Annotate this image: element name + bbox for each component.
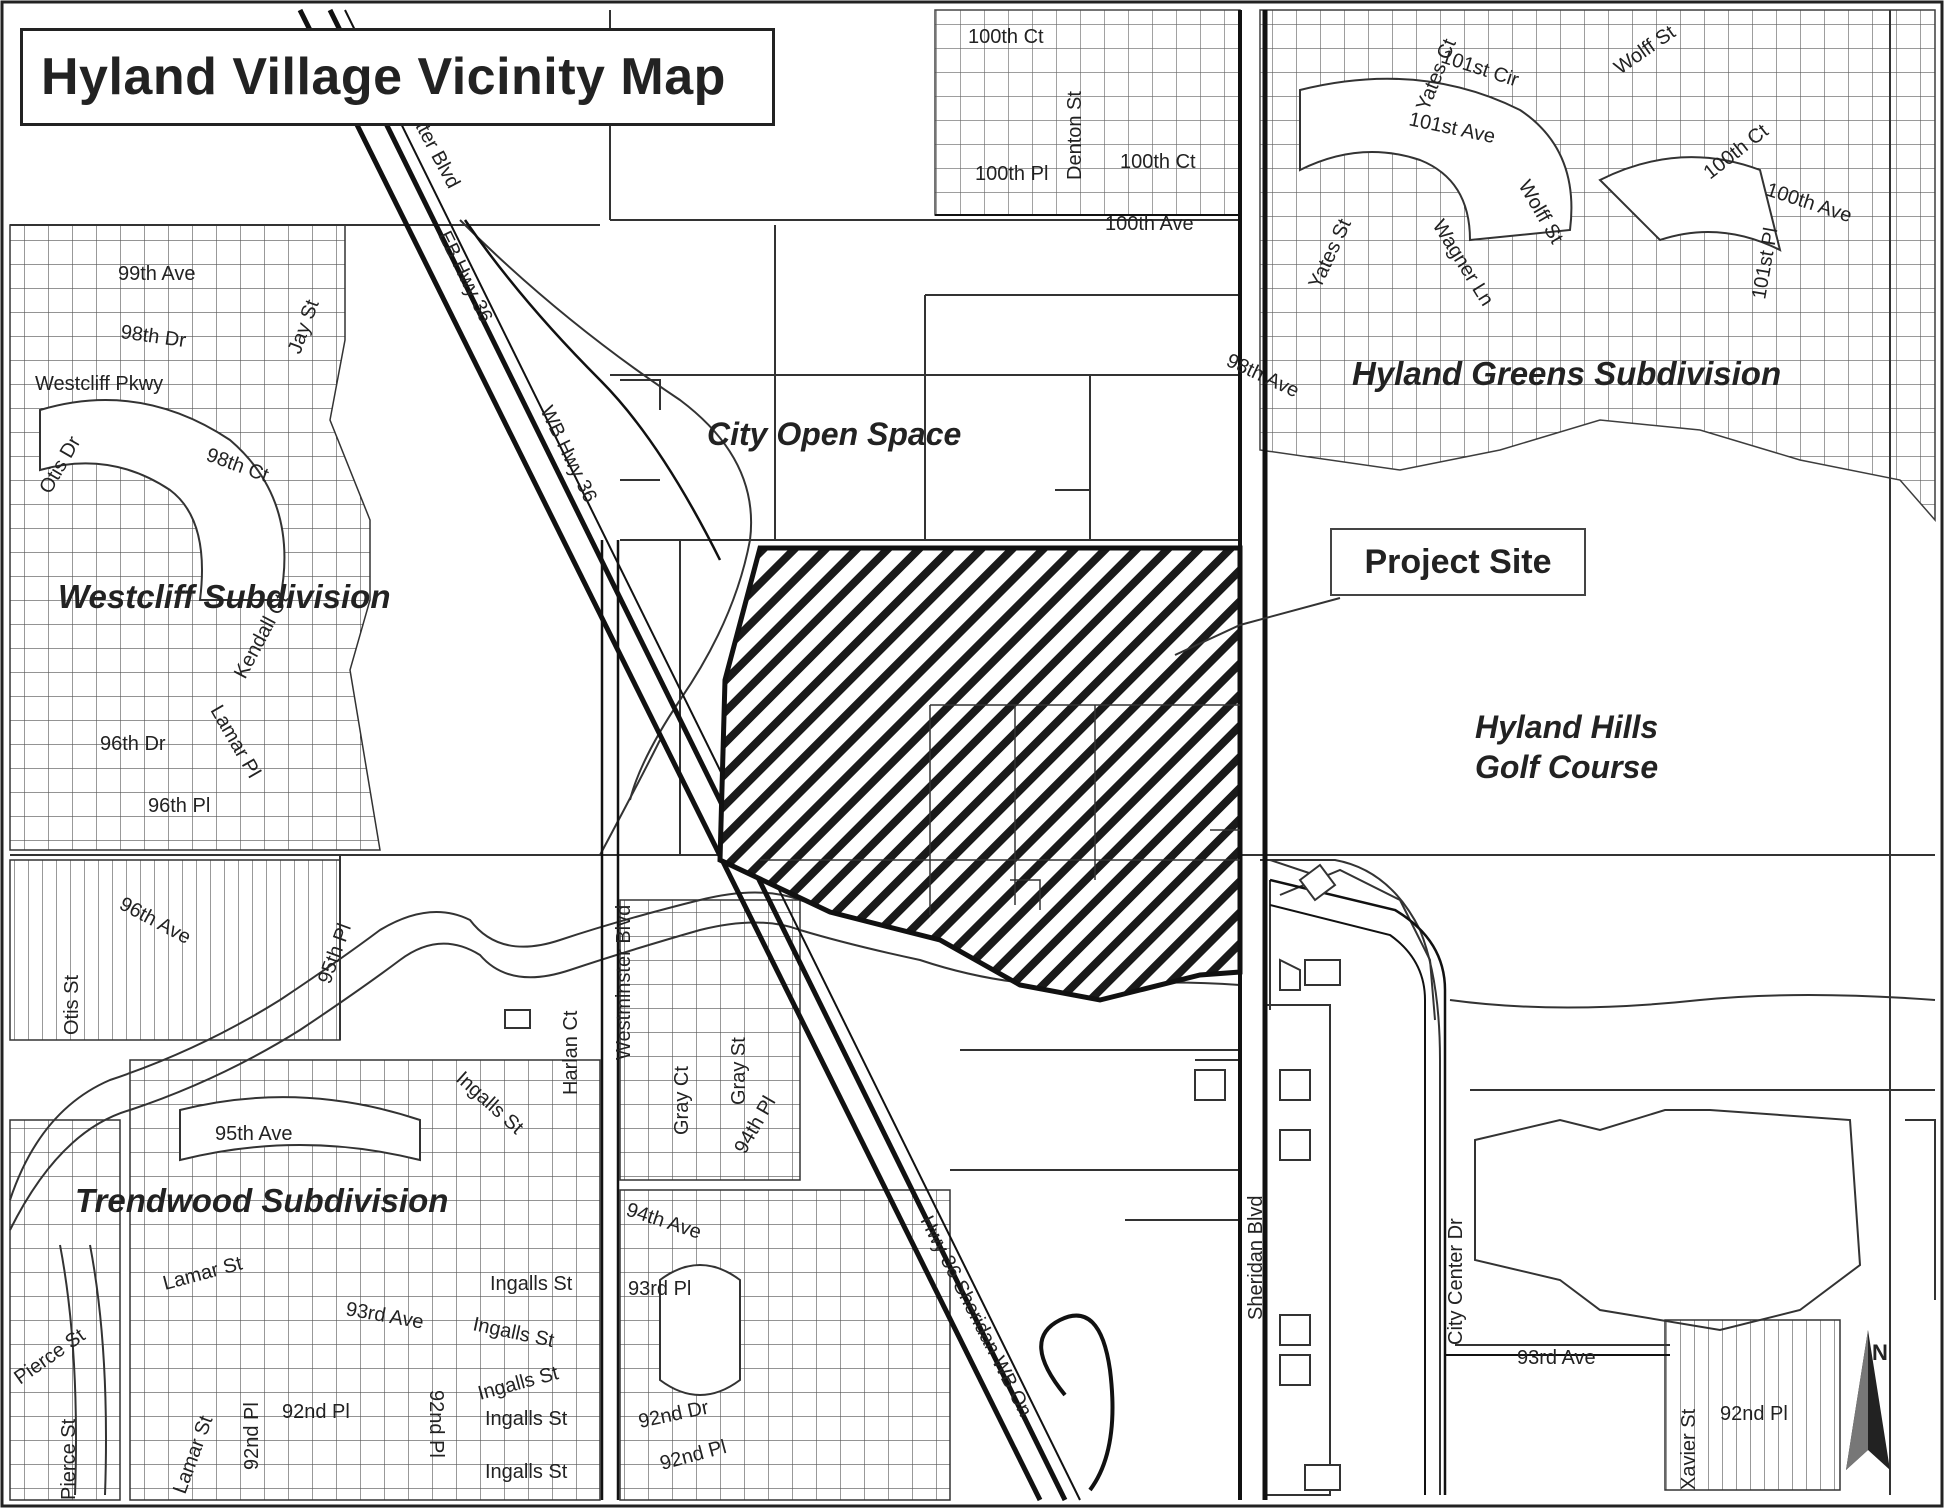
street-label: Harlan Ct — [560, 1010, 582, 1095]
area-labels: Westcliff Subdivision Trendwood Subdivis… — [58, 355, 1781, 1219]
project-site-callout[interactable]: Project Site — [1330, 528, 1586, 596]
street-label: 92nd Pl — [1720, 1403, 1788, 1425]
street-label: City Center Dr — [1445, 1218, 1467, 1345]
hyland-greens-subdivision-label: Hyland Greens Subdivision — [1352, 355, 1781, 392]
street-label: 100th Ct — [1120, 151, 1196, 173]
north-arrow-letter: N — [1872, 1340, 1888, 1365]
street-label: 93rd Ave — [1517, 1347, 1596, 1369]
street-label: 95th Ave — [215, 1123, 292, 1145]
street-label: Otis St — [61, 975, 83, 1035]
street-label: Gray Ct — [671, 1066, 693, 1135]
street-label: Xavier St — [1678, 1408, 1700, 1490]
street-label: Denton St — [1064, 91, 1086, 180]
street-label: Westcliff Pkwy — [35, 373, 163, 395]
callout-leader — [1174, 597, 1341, 656]
street-label: Westminster Blvd — [613, 905, 635, 1060]
street-label: Pierce St — [58, 1418, 80, 1500]
street-label: 96th Dr — [100, 733, 166, 755]
street-label: 92nd Pl — [425, 1390, 447, 1458]
street-label: 99th Ave — [118, 263, 195, 285]
street-label: Gray St — [728, 1037, 750, 1105]
trendwood-subdivision-label: Trendwood Subdivision — [75, 1182, 448, 1219]
residential-lots — [9, 9, 1936, 1501]
map-title: Hyland Village Vicinity Map — [41, 48, 726, 106]
project-site-label: Project Site — [1364, 542, 1552, 581]
street-label: 92nd Pl — [282, 1401, 350, 1423]
westcliff-subdivision-label: Westcliff Subdivision — [58, 578, 391, 615]
street-label: Ingalls St — [490, 1273, 573, 1295]
golf-course-label-line1: Hyland Hills — [1475, 709, 1658, 745]
street-label: Sheridan Blvd — [1245, 1195, 1267, 1320]
street-label: 100th Pl — [975, 163, 1048, 185]
north-arrow-icon: N — [1846, 1330, 1890, 1470]
street-label: 96th Pl — [148, 795, 210, 817]
street-label: 100th Ct — [968, 26, 1044, 48]
street-label: 100th Ave — [1105, 213, 1194, 235]
map-title-box: Hyland Village Vicinity Map — [20, 28, 775, 126]
street-label: Ingalls St — [485, 1461, 568, 1483]
golf-course-label-line2: Golf Course — [1475, 749, 1658, 785]
street-label: 92nd Pl — [241, 1402, 263, 1470]
street-label: Ingalls St — [485, 1408, 568, 1430]
street-label: 93rd Pl — [628, 1278, 691, 1300]
city-open-space-label: City Open Space — [707, 416, 961, 452]
project-site-parcel[interactable] — [717, 545, 1243, 1003]
